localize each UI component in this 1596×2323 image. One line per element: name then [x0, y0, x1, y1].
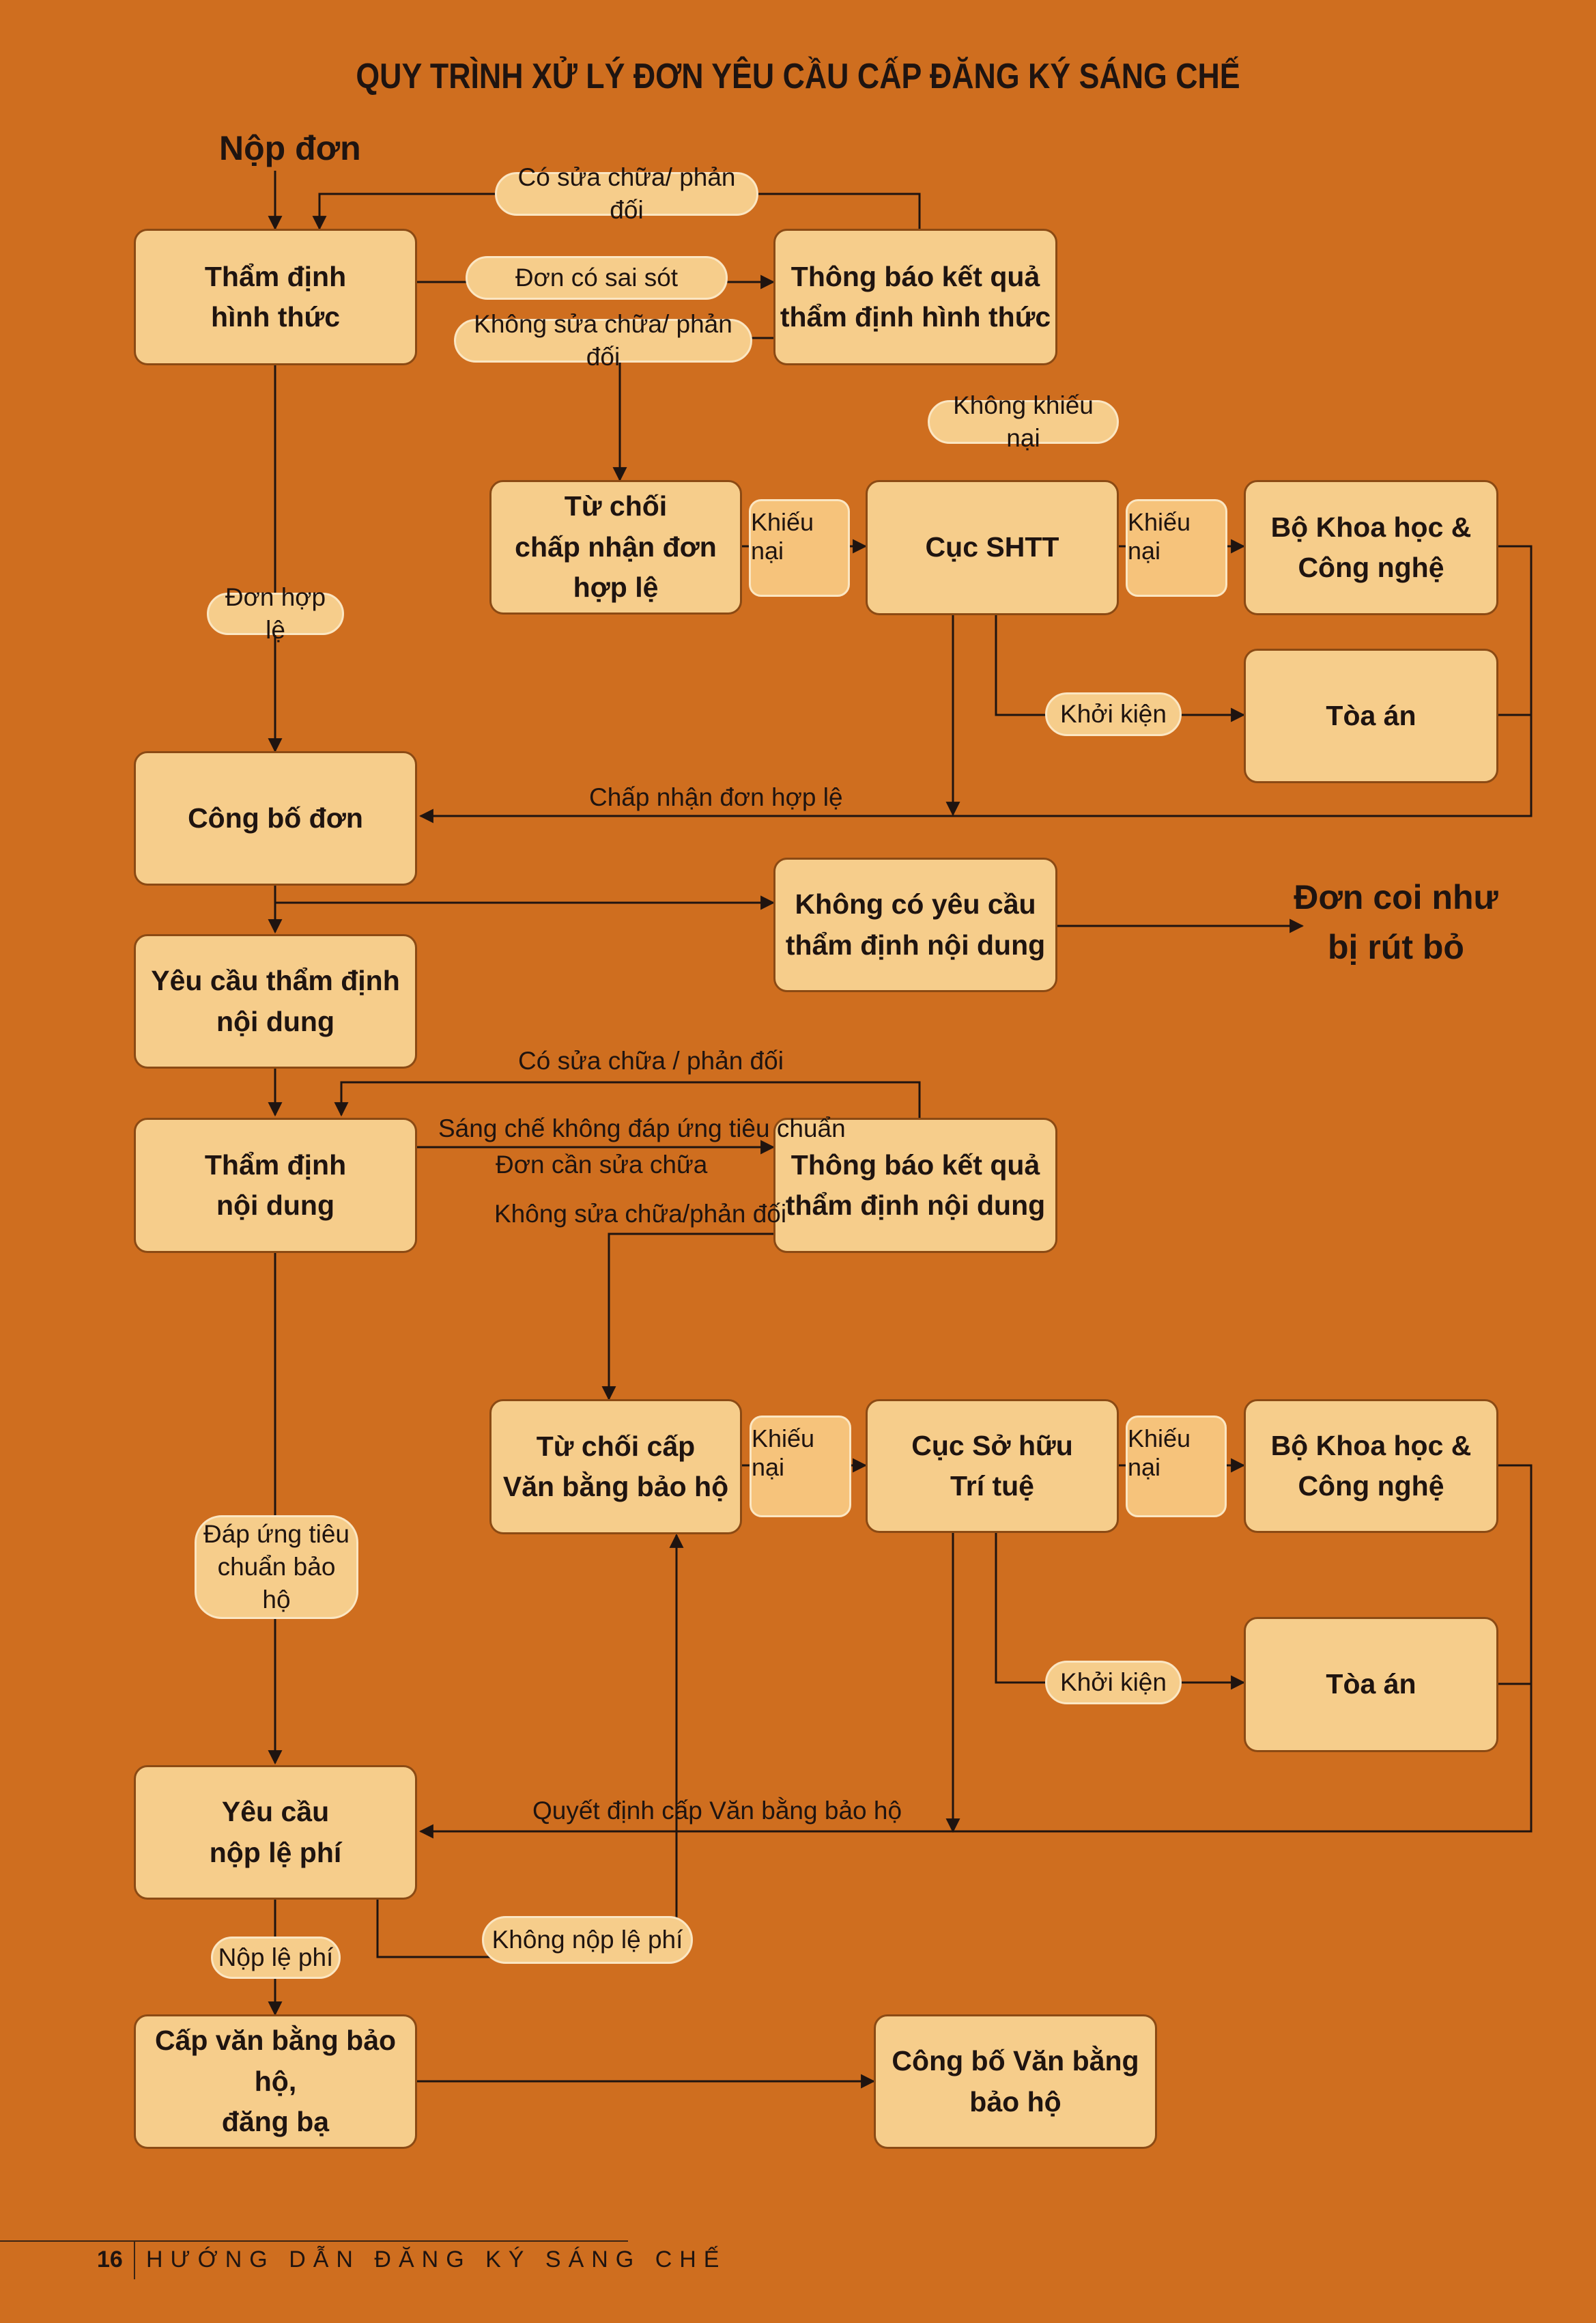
diagram-title: QUY TRÌNH XỬ LÝ ĐƠN YÊU CẦU CẤP ĐĂNG KÝ … — [356, 57, 1240, 96]
box-cong-bo-don: Công bố đơn — [134, 751, 417, 886]
box-yeu-cau-tham-dinh: Yêu cầu thẩm định nội dung — [134, 934, 417, 1069]
box-tham-dinh-noi-dung: Thẩm định nội dung — [134, 1118, 417, 1253]
pill-khong-nop-le-phi: Không nộp lệ phí — [482, 1916, 693, 1964]
box-cuc-shtt: Cục SHTT — [866, 480, 1119, 615]
pill-don-co-sai-sot: Đơn có sai sót — [466, 256, 728, 300]
pill-khoi-kien-1: Khởi kiện — [1045, 692, 1182, 736]
box-tu-choi-don: Từ chối chấp nhận đơn hợp lệ — [489, 480, 742, 615]
pill-don-hop-le: Đơn hợp lệ — [207, 583, 344, 644]
box-cuc-so-huu: Cục Sở hữu Trí tuệ — [866, 1399, 1119, 1533]
pill-dap-ung: Đáp ứng tiêu chuẩn bảo hộ — [195, 1515, 358, 1619]
tag-khieu-nai-2: Khiếu nại — [1126, 499, 1227, 597]
pill-khong-khieu-nai: Không khiếu nại — [928, 391, 1119, 452]
box-khong-yeu-cau: Không có yêu cầu thẩm định nội dung — [773, 858, 1057, 992]
pill-nop-le-phi: Nộp lệ phí — [211, 1937, 341, 1979]
box-tu-choi-van-bang: Từ chối cấp Văn bằng bảo hộ — [489, 1399, 742, 1534]
tag-khieu-nai-3: Khiếu nại — [750, 1416, 851, 1517]
box-toa-an-2: Tòa án — [1244, 1617, 1498, 1752]
pill-khoi-kien-2: Khởi kiện — [1045, 1661, 1182, 1704]
box-thong-bao-noi-dung: Thông báo kết quả thẩm định nội dung — [773, 1118, 1057, 1253]
label-don-can-sua: Đơn cần sửa chữa — [496, 1151, 708, 1179]
pill-khong-sua-chua-1: Không sửa chữa/ phản đối — [454, 310, 752, 371]
start-label: Nộp đơn — [219, 129, 361, 167]
box-bo-khcn-1: Bộ Khoa học & Công nghệ — [1244, 480, 1498, 615]
page-number: 16 — [97, 2247, 123, 2272]
end-label-rut-bo: Đơn coi như bị rút bỏ — [1294, 878, 1498, 966]
footer-text: HƯỚNG DẪN ĐĂNG KÝ SÁNG CHẾ — [146, 2247, 727, 2272]
box-cong-bo-van-bang: Công bố Văn bằng bảo hộ — [874, 2014, 1157, 2149]
box-yeu-cau-le-phi: Yêu cầu nộp lệ phí — [134, 1765, 417, 1900]
label-khong-sua-chua-2: Không sửa chữa/phản đối — [494, 1200, 787, 1228]
box-thong-bao-hinh-thuc: Thông báo kết quả thẩm định hình thức — [773, 229, 1057, 365]
pill-co-sua-chua-1: Có sửa chữa/ phản đối — [495, 163, 758, 224]
tag-khieu-nai-1: Khiếu nại — [749, 499, 850, 597]
box-toa-an-1: Tòa án — [1244, 649, 1498, 783]
tag-khieu-nai-4: Khiếu nại — [1126, 1416, 1227, 1517]
label-co-sua-chua-2: Có sửa chữa / phản đối — [518, 1047, 784, 1075]
label-sang-che: Sáng chế không đáp ứng tiêu chuẩn — [438, 1114, 846, 1142]
box-tham-dinh-hinh-thuc: Thẩm định hình thức — [134, 229, 417, 365]
label-chap-nhan: Chấp nhận đơn hợp lệ — [589, 783, 843, 811]
box-cap-van-bang: Cấp văn bằng bảo hộ, đăng bạ — [134, 2014, 417, 2149]
label-quyet-dinh: Quyết định cấp Văn bằng bảo hộ — [532, 1797, 902, 1825]
box-bo-khcn-2: Bộ Khoa học & Công nghệ — [1244, 1399, 1498, 1533]
